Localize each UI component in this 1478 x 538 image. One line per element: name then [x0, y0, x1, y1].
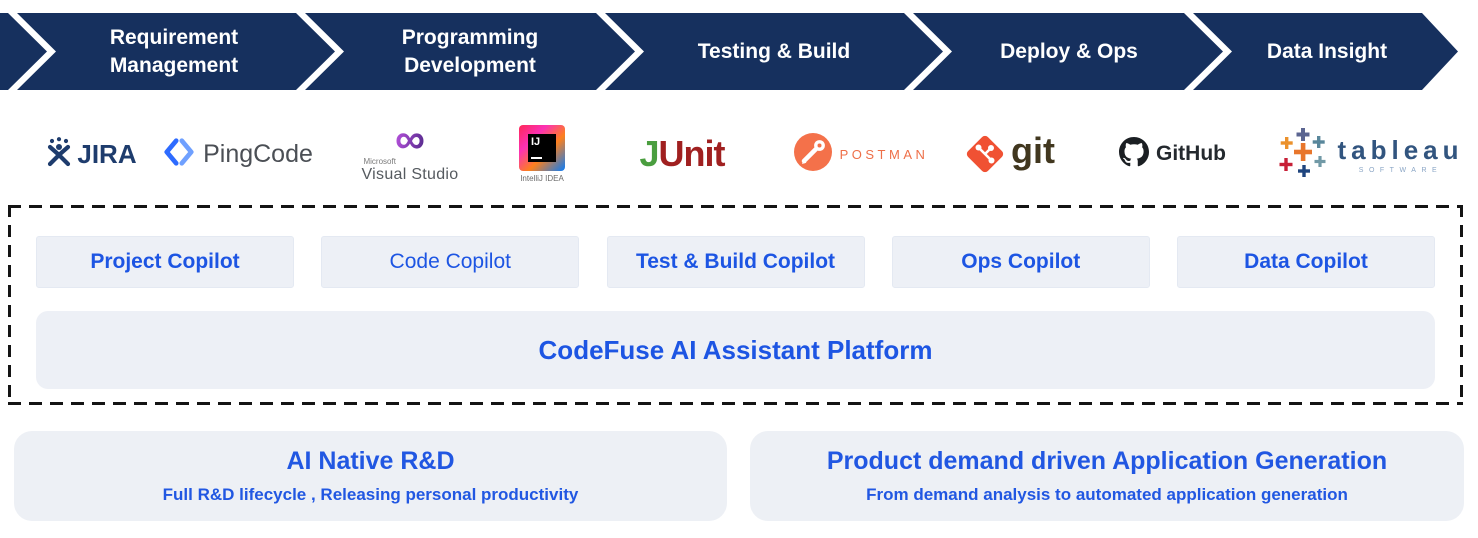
github-label: GitHub — [1156, 142, 1226, 165]
chevron-separator-icon — [1184, 13, 1232, 90]
stage-data-insight: Data Insight — [1266, 39, 1388, 63]
outcome-title: AI Native R&D — [286, 447, 455, 475]
tableau-logo: tableau SOFTWARE — [1268, 108, 1473, 200]
visual-studio-infinity-icon: ∞ — [395, 115, 425, 162]
tableau-label: tableau — [1337, 134, 1464, 165]
outcome-title: Product demand driven Application Genera… — [826, 447, 1388, 475]
dashed-border — [1460, 205, 1463, 405]
jira-icon — [45, 136, 73, 172]
git-icon — [965, 134, 1005, 174]
intellij-monogram: IJ — [528, 134, 556, 162]
jira-label: JIRA — [77, 138, 137, 169]
pingcode-icon — [163, 137, 195, 172]
postman-icon — [793, 132, 833, 177]
outcome-subtitle: From demand analysis to automated applic… — [866, 485, 1348, 504]
postman-logo: POSTMAN — [788, 108, 933, 200]
pingcode-logo: PingCode — [163, 108, 313, 200]
stage-testing-build: Testing & Build — [697, 39, 851, 63]
tableau-software-caption: SOFTWARE — [1358, 166, 1443, 174]
junit-label: JUnit — [639, 133, 725, 174]
git-logo: git — [958, 108, 1068, 200]
ops-copilot-box: Ops Copilot — [891, 236, 1150, 288]
stage-deploy-ops: Deploy & Ops — [1000, 39, 1138, 63]
copilot-button-row: Project Copilot Code Copilot Test & Buil… — [36, 236, 1435, 288]
outcome-ai-native-rd: AI Native R&D Full R&D lifecycle , Relea… — [14, 431, 727, 521]
junit-logo: JUnit — [622, 108, 742, 200]
dashed-border — [8, 402, 1463, 405]
codefuse-copilot-panel: Project Copilot Code Copilot Test & Buil… — [8, 205, 1463, 405]
outcome-subtitle: Full R&D lifecycle , Releasing personal … — [162, 485, 579, 504]
intellij-idea-logo: IJ IntelliJ IDEA — [497, 108, 587, 200]
visual-studio-label: Visual Studio — [361, 166, 459, 183]
stage-requirement-management: Requirement Management — [109, 26, 239, 77]
dashed-border — [8, 205, 1463, 208]
data-copilot-box: Data Copilot — [1177, 236, 1435, 288]
chevron-separator-icon — [296, 13, 344, 90]
pingcode-label: PingCode — [203, 139, 313, 168]
tableau-plus-cluster-icon — [1277, 124, 1329, 185]
git-label: git — [1011, 129, 1055, 171]
jira-logo: JIRA — [26, 108, 156, 200]
github-logo: GitHub — [1105, 108, 1240, 200]
dashed-border — [8, 205, 11, 405]
chevron-separator-icon — [904, 13, 952, 90]
stage-programming-development: Programming Development — [401, 26, 539, 77]
chevron-separator-icon — [596, 13, 644, 90]
postman-label: POSTMAN — [839, 146, 929, 162]
code-copilot-box: Code Copilot — [321, 236, 580, 288]
microsoft-brand-label: Microsoft — [363, 157, 396, 166]
outcome-product-demand: Product demand driven Application Genera… — [750, 431, 1464, 521]
codefuse-platform-bar: CodeFuse AI Assistant Platform — [36, 311, 1435, 389]
lifecycle-banner: Requirement Management Programming Devel… — [0, 13, 1458, 90]
visual-studio-logo: ∞ Microsoft Visual Studio — [350, 108, 470, 200]
test-build-copilot-box: Test & Build Copilot — [606, 236, 865, 288]
intellij-icon: IJ — [519, 125, 565, 171]
visual-studio-text: Microsoft Visual Studio — [361, 157, 458, 184]
project-copilot-box: Project Copilot — [36, 236, 294, 288]
github-octocat-icon — [1119, 136, 1149, 172]
intellij-label: IntelliJ IDEA — [520, 174, 564, 183]
tableau-text: tableau SOFTWARE — [1337, 135, 1463, 174]
